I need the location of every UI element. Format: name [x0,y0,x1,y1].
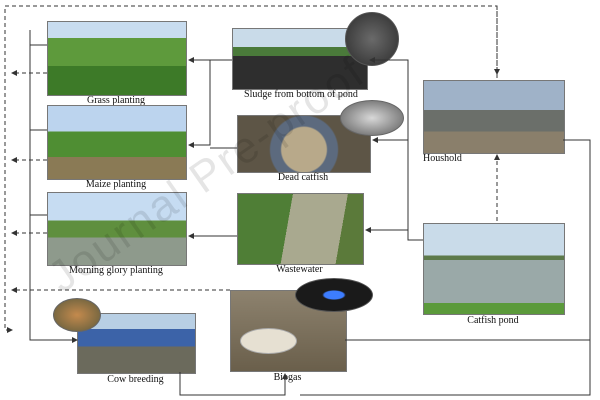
pond-to-sludge-arrow [369,57,423,241]
grass-planting-photo [47,21,187,96]
cow-to-biogas-arrow [179,372,288,396]
household-to-cow-dashed-arrow [4,5,498,333]
wastewater-photo [237,193,364,265]
catfish-pond-photo [423,223,565,315]
dead-catfish-inset-photo [340,100,404,136]
biogas-flame-inset-photo [295,278,373,312]
morning-glory-label: Morning glory planting [69,265,163,276]
cow-breeding-inset-photo [53,298,101,332]
biogas-bag-icon [240,328,297,354]
feed-to-cow-arrow [29,30,78,343]
biogas-return-line [300,340,591,396]
maize-planting-photo [47,105,187,180]
wastewater-label: Wastewater [276,264,323,275]
cow-breeding-label: Cow breeding [107,374,164,385]
grass-planting-label: Grass planting [86,95,146,106]
household-label: Houshold [423,153,462,164]
sludge-to-maize-arrow [188,60,211,148]
household-to-biogas-line [345,139,591,341]
sludge-label: Sludge from bottom of pond [244,89,358,100]
catfish-pond-label: Catfish pond [467,315,519,326]
household-photo [423,80,565,154]
dead-catfish-label: Dead catfish [277,172,329,183]
morning-glory-photo [47,192,187,266]
maize-planting-label: Maize planting [85,179,147,190]
